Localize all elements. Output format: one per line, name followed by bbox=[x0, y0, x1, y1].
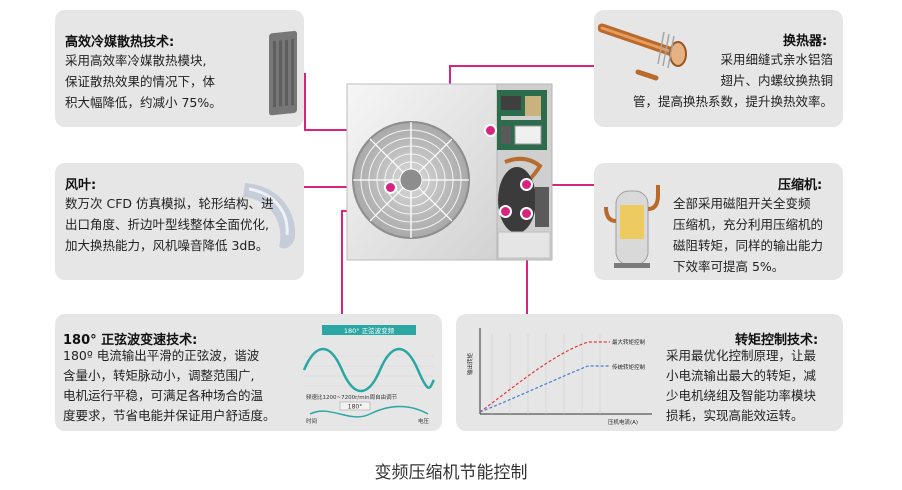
connector-line bbox=[526, 213, 528, 314]
card-title: 压缩机: bbox=[778, 178, 823, 193]
text-line: 全部采用磁阻开关全变频 bbox=[673, 196, 811, 211]
angle-label: 180° bbox=[348, 404, 362, 411]
connector-line bbox=[527, 184, 594, 186]
text-line: 损耗，实现高能效运转。 bbox=[666, 408, 804, 423]
text-line: 度要求，节省电能并保证用户舒适度。 bbox=[63, 408, 276, 423]
series-label-traditional-torque: 传统转矩控制 bbox=[612, 363, 646, 371]
chart-gridlines bbox=[491, 334, 601, 414]
text-line: 采用最优化控制原理，让最 bbox=[666, 348, 817, 363]
card-title: 高效冷媒散热技术: bbox=[65, 35, 175, 50]
text-line: 电机运行平稳，可满足各种场合的温 bbox=[63, 388, 264, 403]
card-title: 换热器: bbox=[783, 34, 828, 49]
label-time: 时间 bbox=[306, 417, 317, 425]
text-line: 少电机绕组及智能功率模块 bbox=[666, 388, 817, 403]
card-heat-exchanger: 换热器: 采用细缝式亲水铝箔 翅片、内螺纹换热铜 管，提高换热系数，提升换热效率… bbox=[594, 10, 843, 127]
text-line: 管，提高换热系数，提升换热效率。 bbox=[632, 94, 833, 109]
torque-chart: 最大转矩控制 传统转矩控制 压机电流(A) 输出转矩 bbox=[466, 328, 652, 426]
text-line: 含量小，转矩脉动小，调整范围广, bbox=[63, 368, 255, 383]
text-line: 翅片、内螺纹换热铜 bbox=[720, 73, 833, 88]
fan-blade-icon bbox=[243, 183, 296, 249]
card-text: 全部采用磁阻开关全变频 压缩机，充分利用压缩机的 磁阻转矩，同样的输出能力 下效… bbox=[673, 193, 823, 277]
text-line: 压缩机，充分利用压缩机的 bbox=[673, 217, 824, 232]
text-line: 出口角度、折边叶型线整体全面优化, bbox=[65, 217, 269, 232]
card-torque-control: 最大转矩控制 传统转矩控制 压机电流(A) 输出转矩 转矩控制技术: 采用最优化… bbox=[456, 314, 843, 431]
text-line: 加大换热能力，风机噪音降低 3dB。 bbox=[65, 238, 269, 253]
text-line: 下效率可提高 5%。 bbox=[673, 259, 785, 274]
figure-caption: 变频压缩机节能控制 bbox=[374, 463, 528, 483]
card-heat-dissipation: 高效冷媒散热技术: 采用高效率冷媒散热模块, 保证散热效果的情况下，体 积大幅降… bbox=[55, 10, 304, 127]
callout-dot-compressor bbox=[520, 178, 533, 191]
card-text: 采用最优化控制原理，让最 小电流输出最大的转矩，减 少电机绕组及智能功率模块 损… bbox=[666, 346, 816, 426]
series-line-max-torque bbox=[479, 341, 610, 413]
text-line: 180º 电流输出平滑的正弦波，谐波 bbox=[63, 348, 260, 363]
sine-wave-banner: 180° 正弦波变频 bbox=[344, 326, 395, 335]
series-label-max-torque: 最大转矩控制 bbox=[612, 338, 646, 346]
text-line: 数万次 CFD 仿真模拟，轮形结构、进 bbox=[65, 196, 274, 211]
text-line: 积大幅降低，约减小 75%。 bbox=[65, 95, 222, 110]
card-text: 采用细缝式亲水铝箔 翅片、内螺纹换热铜 管，提高换热系数，提升换热效率。 bbox=[633, 49, 833, 112]
text-line: 采用高效率冷媒散热模块, bbox=[65, 53, 207, 68]
connector-line bbox=[341, 210, 343, 314]
card-text: 180º 电流输出平滑的正弦波，谐波 含量小，转矩脉动小，调整范围广, 电机运行… bbox=[63, 346, 276, 426]
chart-ylabel: 输出转矩 bbox=[466, 353, 474, 376]
card-compressor: 压缩机: 全部采用磁阻开关全变频 压缩机，充分利用压缩机的 磁阻转矩，同样的输出… bbox=[594, 163, 843, 280]
callout-dot-sine-wave bbox=[499, 205, 512, 218]
text-line: 磁阻转矩，同样的输出能力 bbox=[673, 238, 824, 253]
series-line-traditional-torque bbox=[479, 365, 610, 413]
copper-pipe-icon bbox=[598, 23, 687, 81]
card-fan-blade: 风叶: 数万次 CFD 仿真模拟，轮形结构、进 出口角度、折边叶型线整体全面优化… bbox=[55, 163, 304, 280]
card-title: 风叶: bbox=[65, 178, 97, 193]
text-line: 采用细缝式亲水铝箔 bbox=[720, 52, 833, 67]
card-text: 采用高效率冷媒散热模块, 保证散热效果的情况下，体 积大幅降低，约减小 75%。 bbox=[65, 50, 222, 113]
callout-dot-heat-dissipation bbox=[484, 124, 497, 137]
text-line: 保证散热效果的情况下，体 bbox=[65, 74, 216, 89]
heat-dissipation-module-icon bbox=[269, 30, 297, 116]
label-voltage: 电压 bbox=[418, 417, 430, 425]
chart-xlabel: 压机电流(A) bbox=[608, 418, 638, 426]
speed-note: 频速比1200~7200r/min周自由调节 bbox=[306, 393, 398, 401]
card-sine-wave: 180° 正弦波变速技术: 180º 电流输出平滑的正弦波，谐波 含量小，转矩脉… bbox=[55, 314, 442, 431]
card-title: 180° 正弦波变速技术: bbox=[63, 333, 198, 348]
compressor-icon bbox=[604, 185, 660, 268]
outdoor-unit-illustration bbox=[346, 83, 553, 261]
callout-dot-fan bbox=[384, 181, 397, 194]
card-title: 转矩控制技术: bbox=[735, 333, 819, 348]
connector-line bbox=[304, 73, 306, 130]
text-line: 小电流输出最大的转矩，减 bbox=[666, 368, 817, 383]
connector-line bbox=[449, 65, 594, 67]
sine-wave-figure: 180° 正弦波变频 频速比1200~7200r/min周自由调节 180° 时… bbox=[302, 325, 436, 425]
card-text: 数万次 CFD 仿真模拟，轮形结构、进 出口角度、折边叶型线整体全面优化, 加大… bbox=[65, 193, 274, 256]
callout-dot-torque bbox=[520, 207, 533, 220]
